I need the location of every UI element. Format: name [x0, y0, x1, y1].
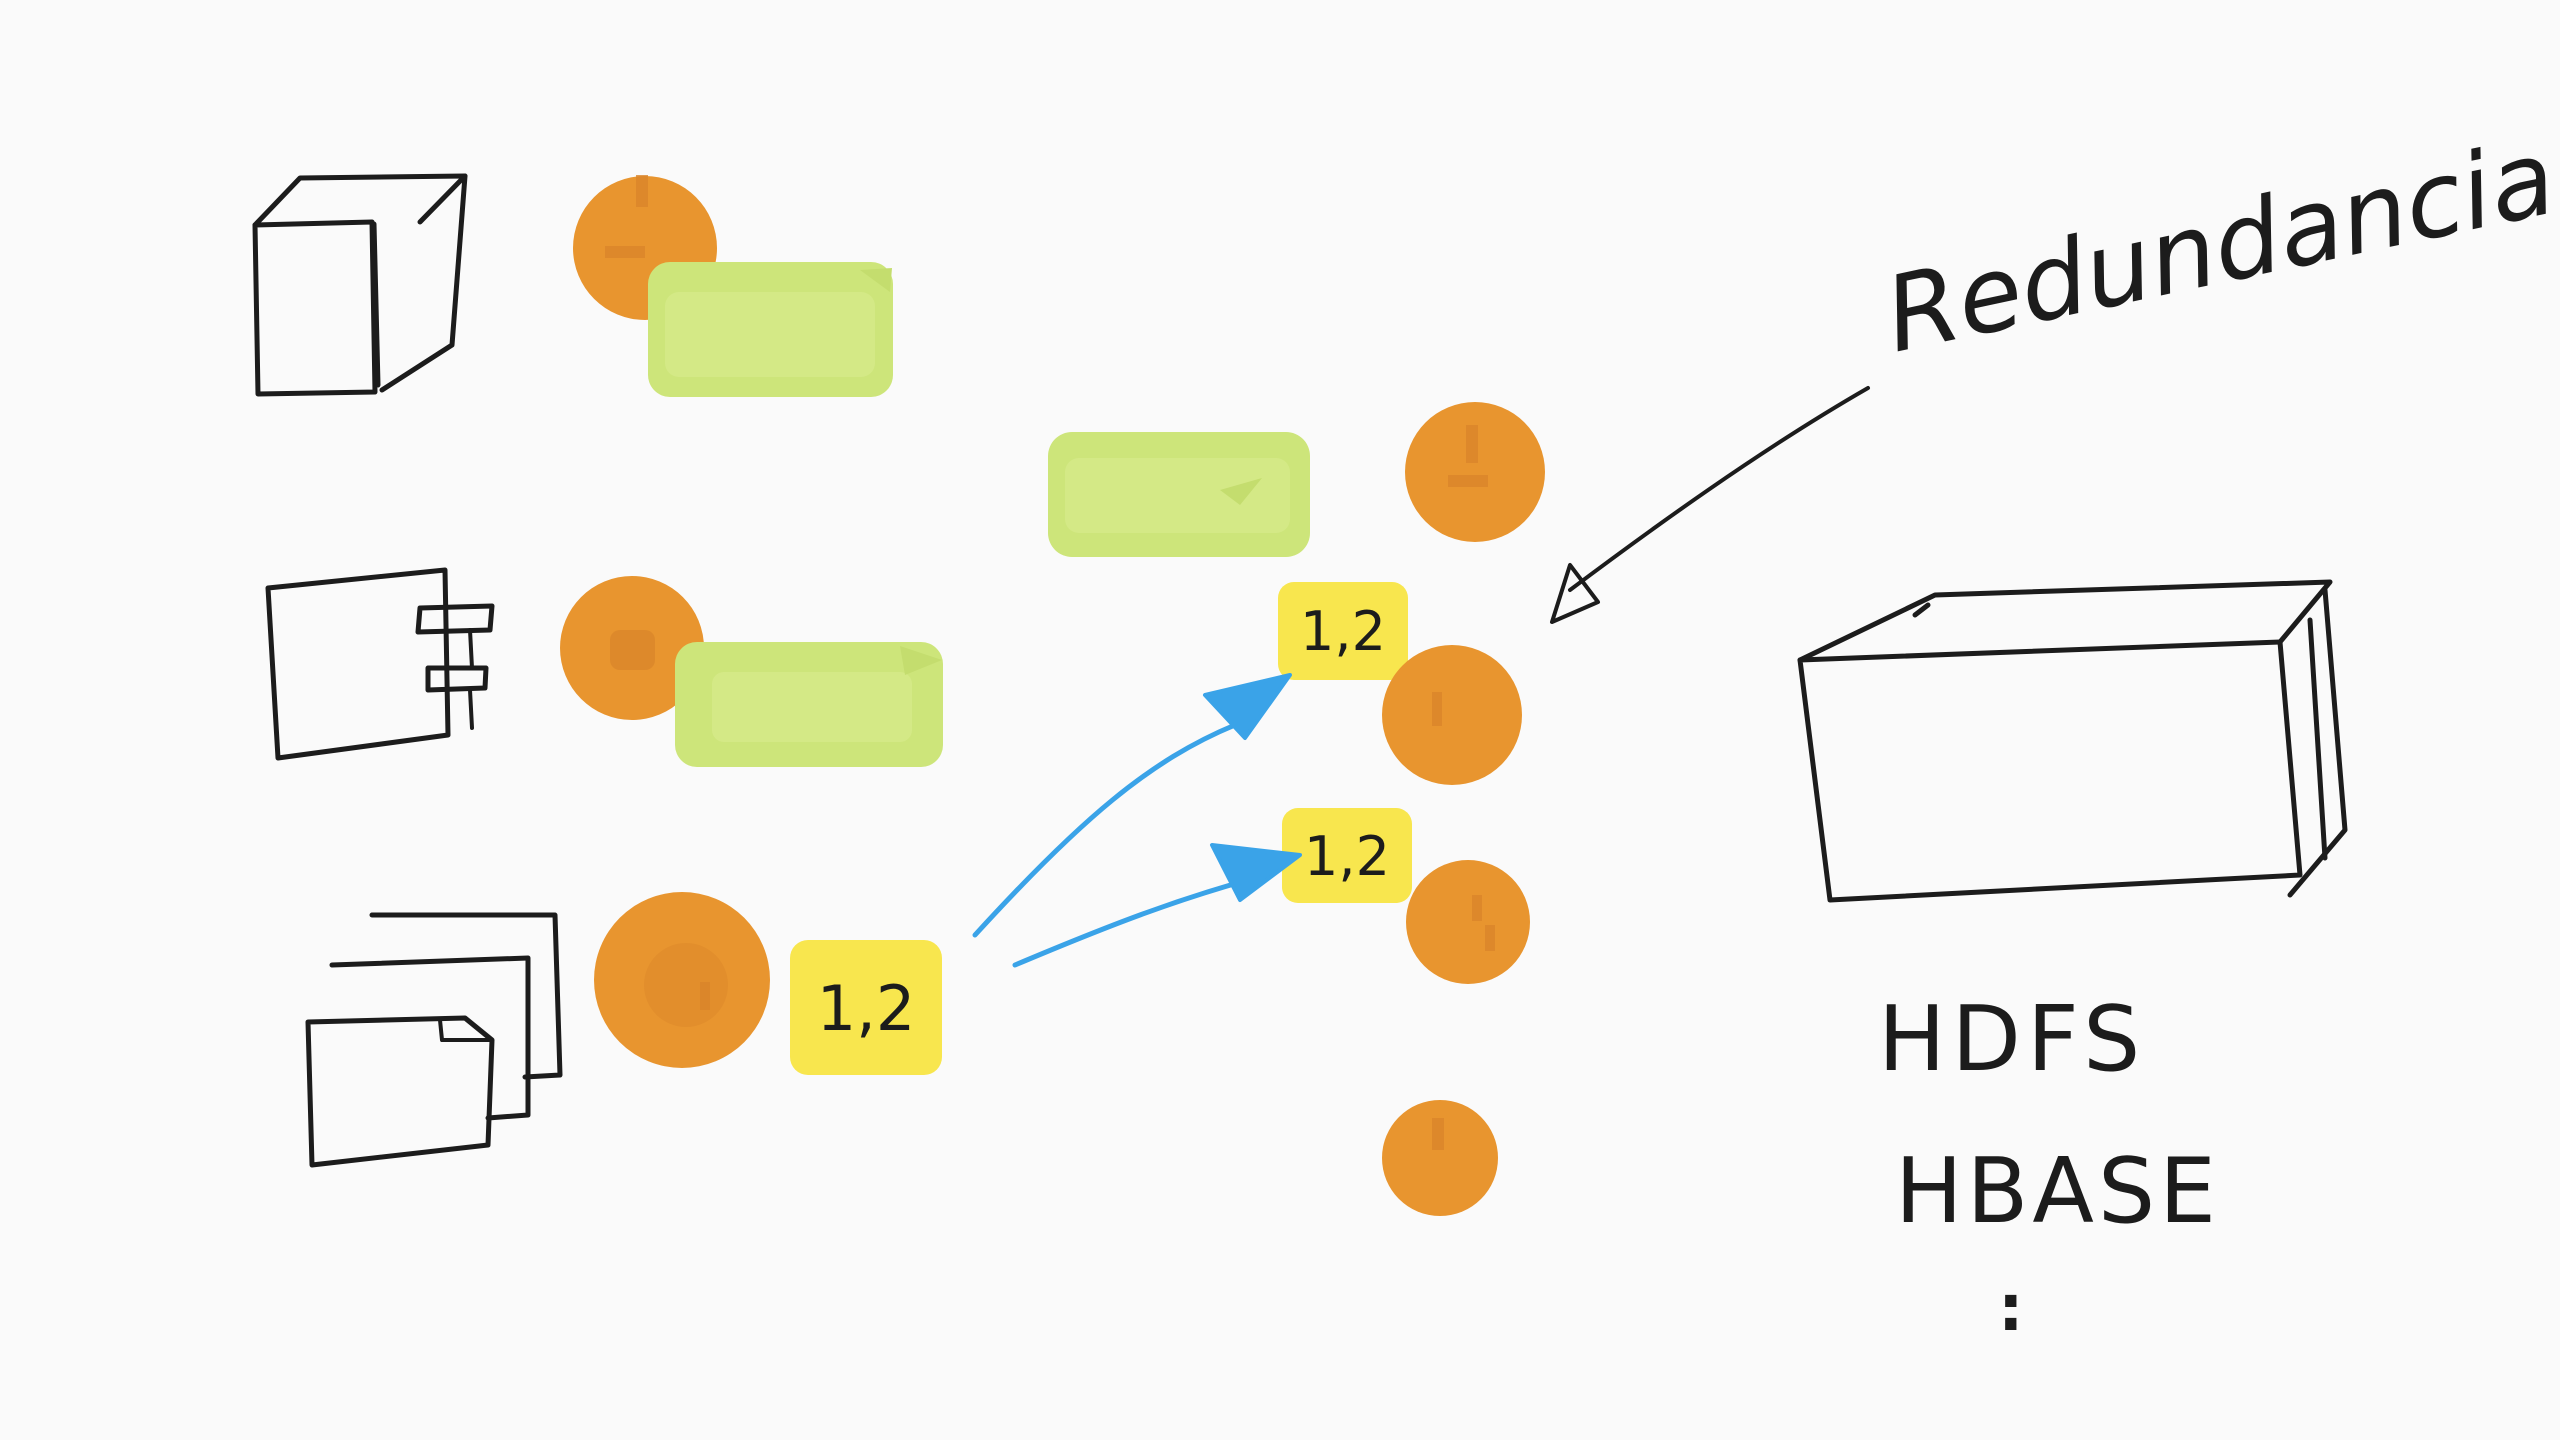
orange-note-7: [1382, 1100, 1498, 1216]
ellipsis-label: :: [1998, 1272, 2024, 1346]
blue-arrow-bottom: [1012, 843, 1302, 968]
note-mid-top-label: 1,2: [1300, 600, 1386, 663]
orange-note-5: [1382, 645, 1522, 785]
green-note-1: [648, 262, 893, 397]
green-note-3: [1048, 432, 1310, 557]
green-note-2: [675, 642, 943, 767]
documents-icon: [305, 912, 563, 1168]
blue-arrow-top: [972, 673, 1292, 938]
orange-note-6: [1406, 860, 1530, 984]
orange-note-3: [594, 892, 770, 1068]
yellow-note-left: 1,2: [790, 940, 942, 1075]
note-mid-bottom-label: 1,2: [1304, 825, 1390, 888]
note-left-label: 1,2: [817, 972, 916, 1045]
yellow-note-mid-bottom: 1,2: [1282, 808, 1412, 903]
redundancy-label: Redundancia: [1875, 116, 2560, 377]
component-icon: [265, 567, 495, 761]
orange-note-4: [1405, 402, 1545, 542]
black-arrow: [1550, 386, 1870, 624]
storage-label-2: HBASE: [1895, 1139, 2220, 1244]
storage-label-1: HDFS: [1878, 987, 2146, 1092]
box-icon: [252, 173, 468, 397]
storage-box-icon: [1797, 579, 2348, 903]
yellow-note-mid-top: 1,2: [1278, 582, 1408, 680]
orange-note-2: [560, 576, 704, 720]
